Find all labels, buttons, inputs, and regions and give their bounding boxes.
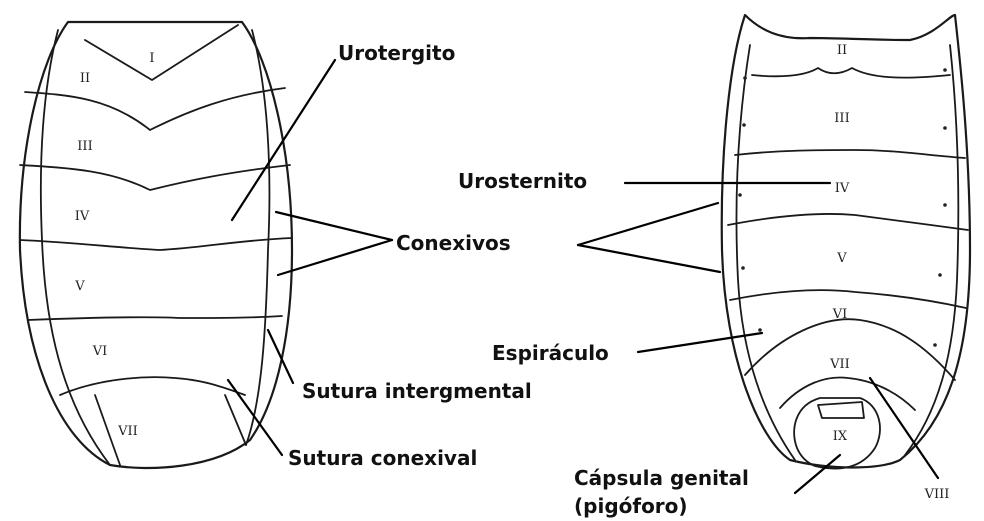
- leader-sutura-conexival: [226, 378, 284, 457]
- ventral-label-VIII: VIII: [924, 487, 950, 502]
- leader-lines: [226, 58, 940, 495]
- ventral-suture-2: [734, 149, 966, 159]
- dorsal-suture-2: [24, 87, 286, 131]
- dorsal-label-II: II: [80, 71, 90, 86]
- callout-pigoforo: (pigóforo): [574, 494, 688, 518]
- callouts: Urotergito Urosternito Conexivos Espirác…: [288, 41, 749, 518]
- dorsal-label-IV: IV: [75, 209, 90, 224]
- dorsal-connexival-margin-left: [39, 29, 111, 466]
- dorsal-label-III: III: [77, 139, 92, 154]
- leader-conexivos-left-1: [274, 210, 394, 242]
- spiracle-5-left: [758, 328, 762, 332]
- dorsal-label-VII: VII: [117, 424, 138, 439]
- ventral-suture-1: [751, 67, 951, 79]
- dorsal-segment-I-outline: [84, 24, 239, 81]
- dorsal-suture-3: [19, 164, 291, 191]
- ventral-suture-5: [744, 318, 956, 381]
- leader-sutura-intersegmental: [266, 328, 295, 385]
- dorsal-suture-6: [59, 376, 246, 396]
- ventral-connexival-margin-left: [735, 44, 796, 461]
- callout-sutura-conexival: Sutura conexival: [288, 446, 477, 470]
- ventral-label-II: II: [837, 43, 847, 58]
- spiracle-4-right: [938, 273, 942, 277]
- ventral-label-IV: IV: [835, 181, 850, 196]
- dorsal-label-VI: VI: [92, 344, 108, 359]
- ventral-view: II III IV V VI VII VIII IX: [720, 13, 972, 502]
- leader-conexivos-right-1: [576, 201, 720, 247]
- spiracle-1-right: [943, 68, 947, 72]
- ventral-label-IX: IX: [833, 429, 848, 444]
- ventral-label-III: III: [834, 111, 849, 126]
- spiracle-2-right: [943, 126, 947, 130]
- spiracle-2-left: [742, 123, 746, 127]
- dorsal-suture-5: [27, 315, 283, 321]
- segment-VIII-bar: [817, 401, 865, 419]
- spiracle-4-left: [741, 266, 745, 270]
- callout-urosternito: Urosternito: [458, 169, 587, 193]
- ventral-label-VI: VI: [832, 307, 848, 322]
- spiracle-3-right: [943, 203, 947, 207]
- callout-espiraculo: Espiráculo: [492, 341, 609, 365]
- leader-conexivos-left-2: [276, 238, 394, 277]
- ventral-suture-3: [727, 212, 969, 231]
- spiracle-1-left: [743, 76, 747, 80]
- spiracle-3-left: [738, 193, 742, 197]
- ventral-segment-VII-arc: [779, 376, 916, 411]
- dorsal-suture-4: [19, 237, 293, 251]
- leader-conexivos-right-2: [576, 243, 722, 274]
- leader-segment-VIII: [868, 376, 940, 480]
- leader-espiraculo: [636, 331, 764, 354]
- dorsal-suture-7: [94, 394, 121, 466]
- callout-sutura-intersegmental: Sutura intergmental: [302, 379, 532, 403]
- ventral-label-V: V: [836, 251, 847, 266]
- callout-urotergito: Urotergito: [338, 41, 455, 65]
- leader-urotergito: [230, 58, 337, 222]
- callout-conexivos: Conexivos: [396, 231, 511, 255]
- ventral-suture-4: [729, 289, 967, 309]
- spiracle-5-right: [933, 343, 937, 347]
- ventral-label-VII: VII: [829, 357, 850, 372]
- leader-capsula-genital: [793, 453, 842, 495]
- ventral-connexival-margin-right: [904, 44, 960, 456]
- dorsal-suture-8: [224, 394, 247, 446]
- callout-capsula-genital: Cápsula genital: [574, 466, 749, 490]
- dorsal-view: I II III IV V VI VII: [18, 20, 294, 470]
- dorsal-label-V: V: [74, 279, 85, 294]
- ventral-outline: [720, 13, 972, 469]
- dorsal-label-I: I: [149, 51, 154, 66]
- dorsal-outline: [18, 20, 294, 470]
- genital-capsule-outline: [793, 397, 881, 470]
